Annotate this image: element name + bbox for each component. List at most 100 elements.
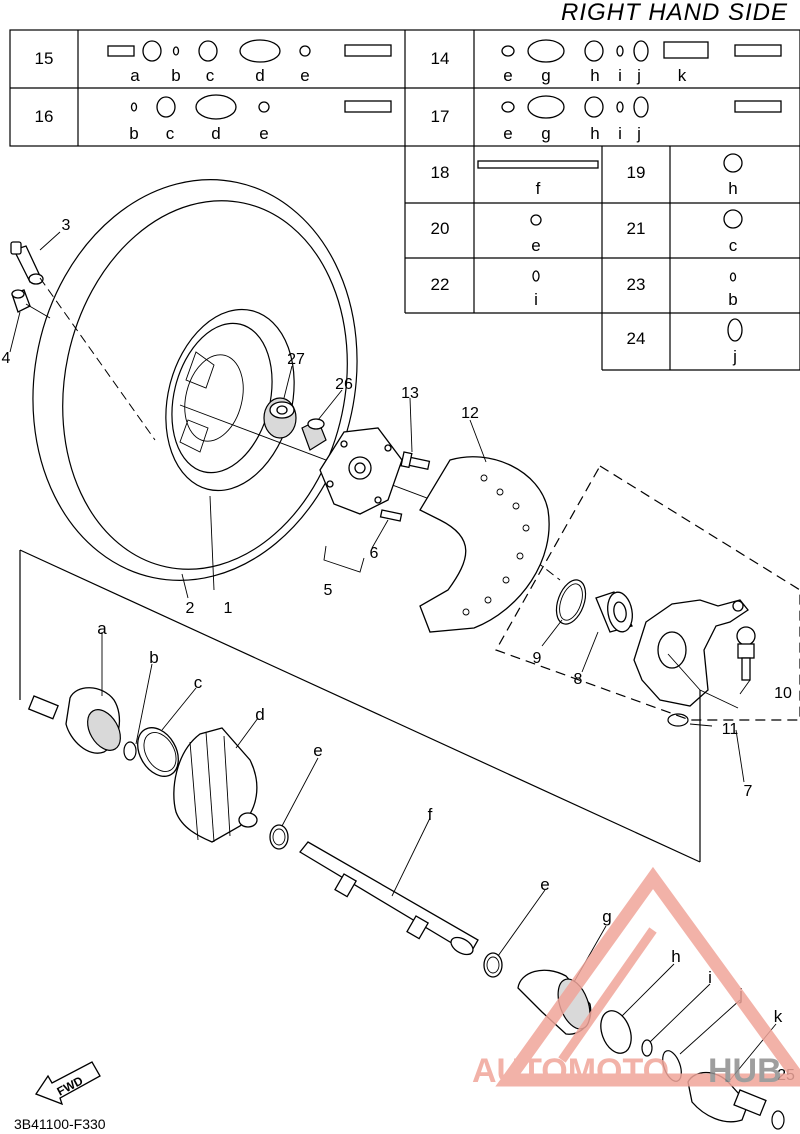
callout-4: 4 xyxy=(2,350,11,367)
boot-band-small xyxy=(483,952,503,978)
kit-letter: c xyxy=(206,66,215,85)
callout-b: b xyxy=(149,648,158,667)
kit-letter: b xyxy=(728,290,737,309)
callout-c: c xyxy=(194,673,203,692)
band-icon xyxy=(723,153,743,173)
callout-a: a xyxy=(97,619,107,638)
callout-e: e xyxy=(540,875,549,894)
hub-nut xyxy=(301,418,327,451)
circlip-icon xyxy=(729,272,737,282)
callout-27: 27 xyxy=(287,351,305,368)
outer-circlip xyxy=(771,1110,785,1130)
circlip xyxy=(641,1039,653,1057)
kit-letter: b xyxy=(171,66,180,85)
kit-15-parts-icon xyxy=(107,39,392,63)
leader-lines xyxy=(101,365,777,1081)
band-icon xyxy=(723,209,743,229)
valve-cap xyxy=(11,289,31,313)
kit-ref-number: 21 xyxy=(627,219,646,238)
cv-joint-inner xyxy=(27,687,121,754)
callout-3: 3 xyxy=(62,217,71,234)
watermark-logo: AUTOMOTO HUB xyxy=(472,866,800,1090)
wheel-nut xyxy=(263,397,297,439)
axle-shaft-icon xyxy=(477,160,599,169)
callout-6: 6 xyxy=(370,545,379,562)
kit-table: 15 a b c d e 14 xyxy=(9,29,800,147)
kit-ref-number: 19 xyxy=(627,163,646,182)
kit-letter: j xyxy=(732,347,737,366)
kit-row-17: 17 e g h i j xyxy=(431,95,782,143)
callout-2: 2 xyxy=(186,600,195,617)
diagram-title: RIGHT HAND SIDE xyxy=(561,0,788,26)
kit-row-22: 22 i xyxy=(431,270,540,309)
kit-table-single-parts: 18 f 19 h 20 e 21 c 22 i 23 b xyxy=(404,146,800,371)
wheel-bearing xyxy=(595,591,633,633)
callout-8: 8 xyxy=(574,671,583,688)
kit-ref-number: 15 xyxy=(35,49,54,68)
kit-row-21: 21 c xyxy=(627,209,743,255)
kit-letter: e xyxy=(531,236,540,255)
kit-ref-number: 14 xyxy=(431,49,450,68)
kit-letter: i xyxy=(618,66,622,85)
kit-letter: f xyxy=(536,179,541,198)
kit-14-parts-icon xyxy=(501,39,782,63)
kit-letter: c xyxy=(166,124,175,143)
kit-ref-number: 16 xyxy=(35,107,54,126)
callout-d: d xyxy=(255,705,264,724)
callout-7: 7 xyxy=(744,783,753,800)
fwd-arrow-icon: FWD xyxy=(35,1061,101,1106)
kit-letter: i xyxy=(618,124,622,143)
kit-ref-number: 18 xyxy=(431,163,450,182)
callout-k: k xyxy=(774,1007,783,1026)
kit-ref-number: 20 xyxy=(431,219,450,238)
kit-row-18: 18 f xyxy=(431,160,599,198)
kit-row-24: 24 j xyxy=(627,318,743,366)
callout-9: 9 xyxy=(533,650,542,667)
kit-row-20: 20 e xyxy=(431,214,542,255)
callout-13: 13 xyxy=(401,385,419,402)
kit-letter: j xyxy=(636,124,641,143)
kit-17-parts-icon xyxy=(501,95,782,119)
kit-row-23: 23 b xyxy=(627,272,738,309)
kit-letter: g xyxy=(541,66,550,85)
kit-letter: g xyxy=(541,124,550,143)
kit-row-14: 14 e g h i j k xyxy=(431,39,782,85)
ball-joint xyxy=(736,626,756,681)
band-small-icon xyxy=(530,214,542,226)
brake-disc xyxy=(419,456,550,633)
kit-row-15: 15 a b c d e xyxy=(35,39,392,85)
kit-row-19: 19 h xyxy=(627,153,743,198)
callout-f: f xyxy=(428,805,433,824)
kit-letter: k xyxy=(678,66,687,85)
callout-e: e xyxy=(313,741,322,760)
callout-h: h xyxy=(671,947,680,966)
callout-i: i xyxy=(708,968,712,987)
watermark-text: AUTOMOTO xyxy=(472,1052,669,1090)
kit-letter: e xyxy=(259,124,268,143)
callout-1: 1 xyxy=(224,600,233,617)
callout-11: 11 xyxy=(722,721,739,738)
driveshaft-frame xyxy=(19,549,701,863)
boot-band xyxy=(600,1010,632,1054)
boot-band-small xyxy=(269,824,289,850)
boot-band xyxy=(137,727,179,777)
kit-letter: j xyxy=(636,66,641,85)
cv-boot xyxy=(173,727,258,843)
kit-ref-number: 24 xyxy=(627,329,646,348)
callout-5: 5 xyxy=(324,582,333,599)
kit-ref-number: 22 xyxy=(431,275,450,294)
callout-12: 12 xyxy=(461,405,479,422)
kit-letter: e xyxy=(300,66,309,85)
wheel-hub xyxy=(319,427,403,515)
kit-ref-number: 17 xyxy=(431,107,450,126)
kit-letter: e xyxy=(503,66,512,85)
kit-letter: h xyxy=(590,66,599,85)
tire-valve xyxy=(10,241,44,285)
hub-bolt xyxy=(400,451,431,471)
kit-letter: d xyxy=(255,66,264,85)
kit-letter: c xyxy=(729,236,738,255)
callout-g: g xyxy=(602,907,611,926)
diagram-code: 3B41100-F330 xyxy=(14,1116,106,1132)
kit-letter: h xyxy=(590,124,599,143)
drive-shaft xyxy=(299,841,479,956)
